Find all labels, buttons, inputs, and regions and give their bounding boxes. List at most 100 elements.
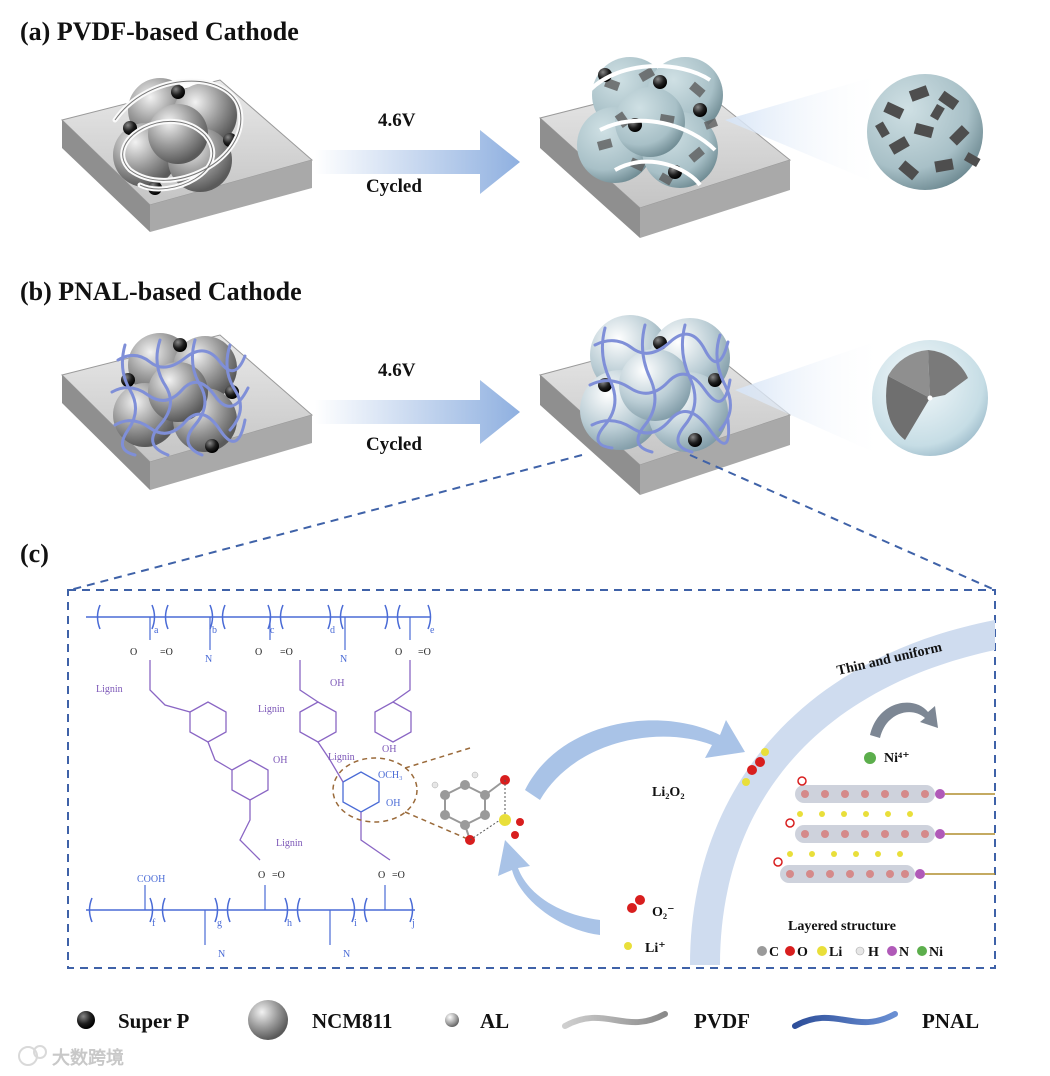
- lignin-label-1: Lignin: [96, 684, 123, 695]
- arrow-b: [315, 380, 520, 444]
- svg-text:O: O: [130, 647, 137, 658]
- atom-label-li: Li: [829, 945, 842, 960]
- atom-label-c: C: [769, 945, 779, 960]
- pvdf-cluster-a-left: [112, 78, 244, 195]
- legend-pnal-label: PNAL: [922, 1009, 979, 1033]
- svg-text:N: N: [218, 949, 225, 960]
- atom-swatch-n: [887, 946, 897, 956]
- zoom-beam-a: [725, 75, 880, 185]
- och3-label: OCH₃: [378, 770, 403, 781]
- subscript-g: g: [217, 918, 222, 929]
- atom-label-ni: Ni: [929, 945, 943, 960]
- legend-pvdf-label: PVDF: [694, 1009, 750, 1033]
- lignin-label-2: Lignin: [258, 704, 285, 715]
- zoom-beam-b: [735, 340, 880, 455]
- layered-structure-label: Layered structure: [788, 919, 896, 934]
- coated-particle-zoom: [872, 340, 988, 456]
- lignin-label-3: Lignin: [328, 752, 355, 763]
- atom-label-h: H: [868, 945, 879, 960]
- panel-a-title: (a) PVDF-based Cathode: [20, 17, 299, 46]
- legend: Super P NCM811 AL PVDF PNAL: [77, 1000, 979, 1040]
- molecule-model: [431, 771, 524, 845]
- svg-text:=O: =O: [272, 870, 285, 881]
- subscript-a: a: [154, 625, 159, 636]
- subscript-e: e: [430, 625, 435, 636]
- li2o2-label: Li₂O₂: [652, 785, 685, 800]
- cooh-label: COOH: [137, 874, 165, 885]
- cracked-particle-zoom: [867, 74, 983, 190]
- li-plus-label: Li⁺: [645, 941, 666, 956]
- subscript-f: f: [152, 918, 156, 929]
- oh-label-4: OH: [386, 798, 400, 809]
- svg-text:O: O: [258, 870, 265, 881]
- legend-pvdf-line: [562, 1011, 668, 1029]
- subscript-j: j: [411, 918, 415, 929]
- ni-curved-arrow: [870, 702, 938, 738]
- curved-arrow-bottom: [498, 840, 600, 935]
- layered-structure: [773, 776, 995, 883]
- subscript-c: c: [270, 625, 275, 636]
- legend-ncm811-icon: [248, 1000, 288, 1040]
- watermark-logo: [18, 1045, 47, 1066]
- legend-ncm811-label: NCM811: [312, 1009, 393, 1033]
- oh-label-1: OH: [330, 678, 344, 689]
- atom-swatch-ni: [917, 946, 927, 956]
- legend-superp-icon: [77, 1011, 95, 1029]
- curved-arrow-top: [525, 720, 745, 800]
- panel-c-frame: [67, 589, 996, 969]
- ni4-plus-label: Ni⁴⁺: [884, 751, 910, 766]
- arrow-b-voltage: 4.6V: [378, 360, 416, 381]
- svg-text:O: O: [378, 870, 385, 881]
- legend-superp-label: Super P: [118, 1009, 190, 1033]
- subscript-h: h: [287, 918, 292, 929]
- coated-cluster-b: [580, 315, 732, 454]
- atom-legend: C O Li H N Ni: [757, 945, 943, 960]
- li-ion-icon: [624, 942, 632, 950]
- svg-text:N: N: [205, 654, 212, 665]
- bottom-polymer-chain: f g h i j N N O =O O =O: [86, 870, 415, 960]
- svg-text:N: N: [340, 654, 347, 665]
- cei-layer-arc: [690, 620, 995, 965]
- ni-ion-icon: [864, 752, 876, 764]
- svg-text:N: N: [343, 949, 350, 960]
- svg-text:O: O: [255, 647, 262, 658]
- svg-text:O: O: [395, 647, 402, 658]
- legend-pnal-line: [792, 1011, 898, 1029]
- lignin-structure: [149, 660, 412, 861]
- arrow-a: [315, 130, 520, 194]
- atom-label-o: O: [797, 945, 808, 960]
- zoom-line-left: [69, 454, 583, 591]
- atom-swatch-o: [785, 946, 795, 956]
- o2-minus-label: O₂⁻: [652, 905, 674, 920]
- cracked-cluster-a: [577, 57, 723, 188]
- atom-swatch-c: [757, 946, 767, 956]
- arrow-a-state: Cycled: [366, 176, 422, 197]
- li2o2-particles: [742, 748, 769, 786]
- watermark-text: 大数跨境: [52, 1047, 124, 1068]
- subscript-i: i: [354, 918, 357, 929]
- zoom-line-right: [689, 454, 996, 591]
- svg-text:=O: =O: [418, 647, 431, 658]
- lignin-label-4: Lignin: [276, 838, 303, 849]
- svg-text:=O: =O: [160, 647, 173, 658]
- pnal-cluster-b-left: [110, 333, 250, 457]
- arrow-a-voltage: 4.6V: [378, 110, 416, 131]
- atom-label-n: N: [899, 945, 909, 960]
- svg-text:=O: =O: [280, 647, 293, 658]
- oh-label-2: OH: [273, 755, 287, 766]
- top-polymer-chain: a b c d e N N O =O O =O O =O: [86, 604, 435, 665]
- legend-al-label: AL: [480, 1009, 509, 1033]
- svg-text:=O: =O: [392, 870, 405, 881]
- oh-label-3: OH: [382, 744, 396, 755]
- atom-swatch-h: [855, 946, 865, 956]
- panel-c-label: (c): [20, 539, 49, 568]
- o2-ion-icon: [627, 895, 645, 913]
- legend-al-icon: [445, 1013, 459, 1027]
- atom-swatch-li: [817, 946, 827, 956]
- highlight-ellipse: [332, 757, 418, 823]
- arrow-b-state: Cycled: [366, 434, 422, 455]
- panel-b-title: (b) PNAL-based Cathode: [20, 277, 302, 306]
- subscript-b: b: [212, 625, 217, 636]
- subscript-d: d: [330, 625, 335, 636]
